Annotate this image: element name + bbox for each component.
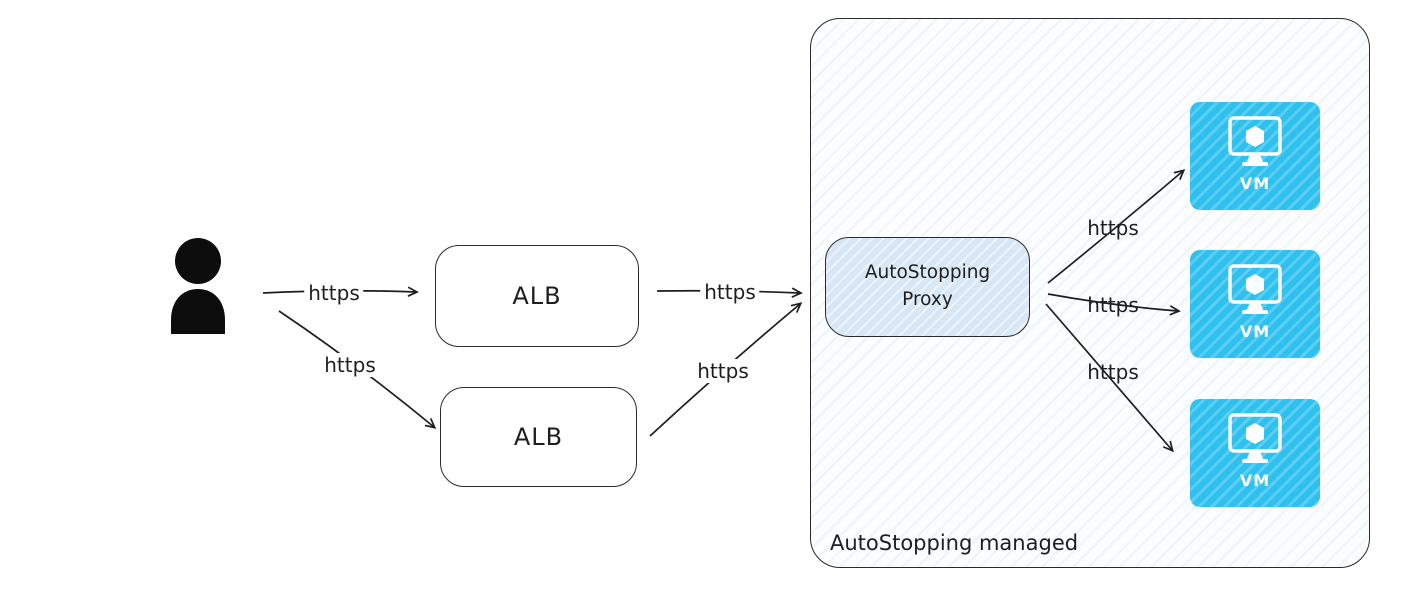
edge-label-alb2-to-proxy: https [693, 359, 753, 383]
alb-2-label: ALB [513, 423, 564, 451]
edge-label-proxy-to-vm2: https [1087, 293, 1139, 317]
edge-label-proxy-to-vm3: https [1087, 360, 1139, 384]
alb-box-1: ALB [435, 245, 639, 347]
vm-2-label: VM [1239, 322, 1271, 341]
user-icon [163, 236, 233, 336]
alb-1-label: ALB [512, 282, 562, 310]
edge-label-user-to-alb2: https [320, 353, 380, 377]
edge-label-proxy-to-vm1: https [1087, 216, 1139, 240]
vm-tile-2: VM [1190, 250, 1320, 358]
autostopping-proxy-label: AutoStopping Proxy [864, 262, 991, 310]
vm-monitor-icon [1228, 413, 1282, 463]
vm-monitor-icon [1228, 116, 1282, 166]
vm-monitor-icon [1228, 264, 1282, 314]
autostopping-proxy-box: AutoStopping Proxy [825, 237, 1030, 337]
edge-label-alb1-to-proxy: https [700, 280, 760, 304]
vm-3-label: VM [1239, 471, 1271, 490]
vm-tile-3: VM [1190, 399, 1320, 507]
autostopping-managed-label: AutoStopping managed [830, 531, 1079, 555]
edge-label-user-to-alb1: https [304, 281, 364, 305]
vm-1-label: VM [1239, 174, 1271, 193]
vm-tile-1: VM [1190, 102, 1320, 210]
alb-box-2: ALB [440, 387, 637, 487]
